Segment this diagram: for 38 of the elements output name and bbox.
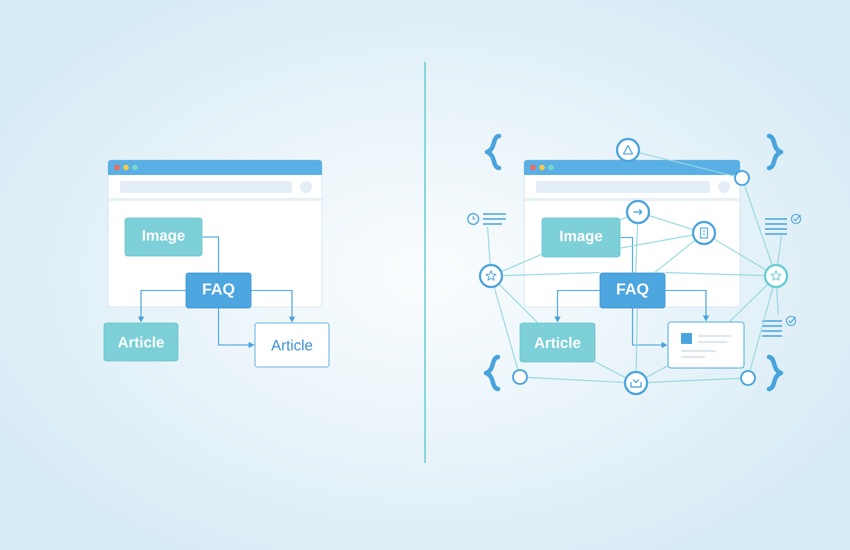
- network-line: [499, 284, 538, 323]
- network-line: [595, 362, 626, 378]
- network-line: [502, 254, 542, 272]
- topic-box: Article: [104, 322, 178, 362]
- topic-box: FAQ: [186, 272, 252, 308]
- network-line: [714, 238, 766, 270]
- node-circle: [512, 369, 528, 385]
- network-line: [635, 224, 638, 273]
- network-line: [528, 376, 624, 383]
- network-line: [729, 284, 768, 322]
- network-line: [750, 288, 774, 371]
- network-line: [744, 185, 773, 265]
- topic-box: Article: [254, 322, 330, 368]
- node-circle: [740, 370, 756, 386]
- network-line: [646, 365, 668, 378]
- topic-box: FAQ: [600, 272, 666, 308]
- checklist-icon: [761, 316, 796, 337]
- network-line: [636, 308, 638, 371]
- network-line: [487, 226, 491, 264]
- network-line: [654, 240, 695, 274]
- network-line: [620, 216, 628, 220]
- network-line: [777, 236, 782, 264]
- network-line: [640, 152, 734, 177]
- network-line: [620, 234, 692, 249]
- clock-list-icon: [467, 213, 507, 225]
- connector-line: [202, 236, 220, 273]
- connector-line: [620, 236, 634, 273]
- network-line: [494, 287, 518, 370]
- checklist-icon: [764, 214, 802, 235]
- topic-box: Image: [124, 218, 202, 256]
- topic-box: Image: [542, 218, 620, 258]
- network-line: [648, 378, 740, 384]
- topic-box: Article: [520, 322, 596, 362]
- network-line: [665, 272, 764, 276]
- node-circle: [734, 170, 750, 186]
- network-line: [649, 215, 693, 230]
- network-line: [503, 272, 600, 276]
- network-line: [776, 288, 779, 316]
